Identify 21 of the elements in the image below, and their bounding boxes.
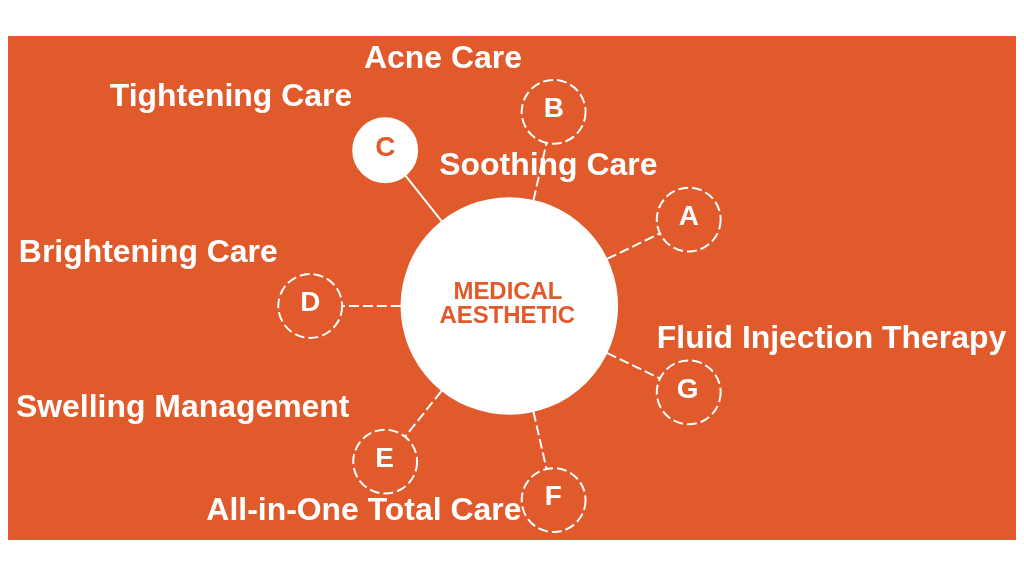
node-circle: MEDICAL AESTHETIC — [400, 196, 619, 415]
node-label: Brightening Care — [18, 232, 278, 269]
node-label: Soothing Care — [439, 145, 658, 182]
node-circle: G — [655, 358, 722, 425]
node-circle: F — [520, 466, 587, 533]
node-label: Fluid Injection Therapy — [656, 318, 1007, 355]
connector — [404, 174, 443, 222]
node-circle: C — [352, 116, 419, 183]
node-label: Acne Care — [364, 38, 522, 75]
connector — [532, 410, 548, 470]
node-circle: A — [655, 186, 722, 252]
connector — [605, 351, 661, 379]
node-circle: B — [520, 78, 587, 145]
connector — [341, 304, 402, 307]
node-label: Tightening Care — [109, 76, 353, 113]
node-label: Swelling Management — [15, 387, 350, 424]
connector — [605, 231, 661, 260]
node-circle: E — [352, 428, 419, 495]
connector — [532, 141, 548, 201]
node-circle: D — [277, 272, 344, 339]
connector — [404, 389, 443, 437]
